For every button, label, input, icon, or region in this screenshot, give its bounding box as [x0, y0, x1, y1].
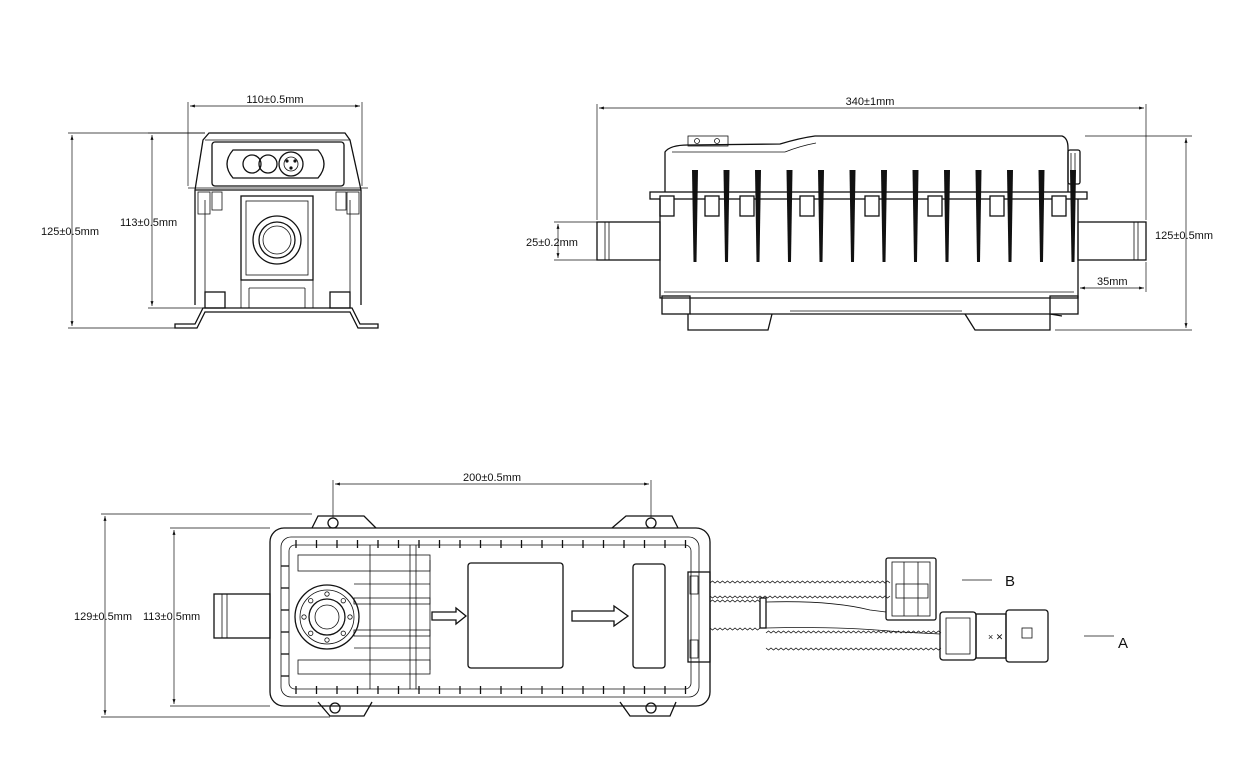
side-view: 340±1mm 25±0.2mm 125±0.5mm 35mm: [526, 96, 1213, 331]
front-view: 110±0.5mm 125±0.5mm 113±0.5mm: [41, 94, 379, 329]
top-view: × ✕ B A 200±0.5mm 129±0.5mm 113±0.5mm: [74, 472, 1128, 718]
side-pipe-diameter-label: 25±0.2mm: [526, 237, 578, 249]
connector-b-label: B: [1005, 573, 1015, 590]
top-width-total-label: 129±0.5mm: [74, 611, 132, 623]
side-length-label: 340±1mm: [846, 96, 895, 108]
side-pipe-length-label: 35mm: [1097, 276, 1128, 288]
front-width-label: 110±0.5mm: [246, 94, 303, 106]
front-height-body-label: 113±0.5mm: [120, 217, 177, 229]
svg-text:× ✕: × ✕: [988, 632, 1003, 642]
front-height-total-label: 125±0.5mm: [41, 226, 99, 238]
top-mount-spacing-label: 200±0.5mm: [463, 472, 521, 484]
connector-a-label: A: [1118, 635, 1128, 652]
top-width-body-label: 113±0.5mm: [143, 611, 200, 623]
side-height-label: 125±0.5mm: [1155, 230, 1213, 242]
